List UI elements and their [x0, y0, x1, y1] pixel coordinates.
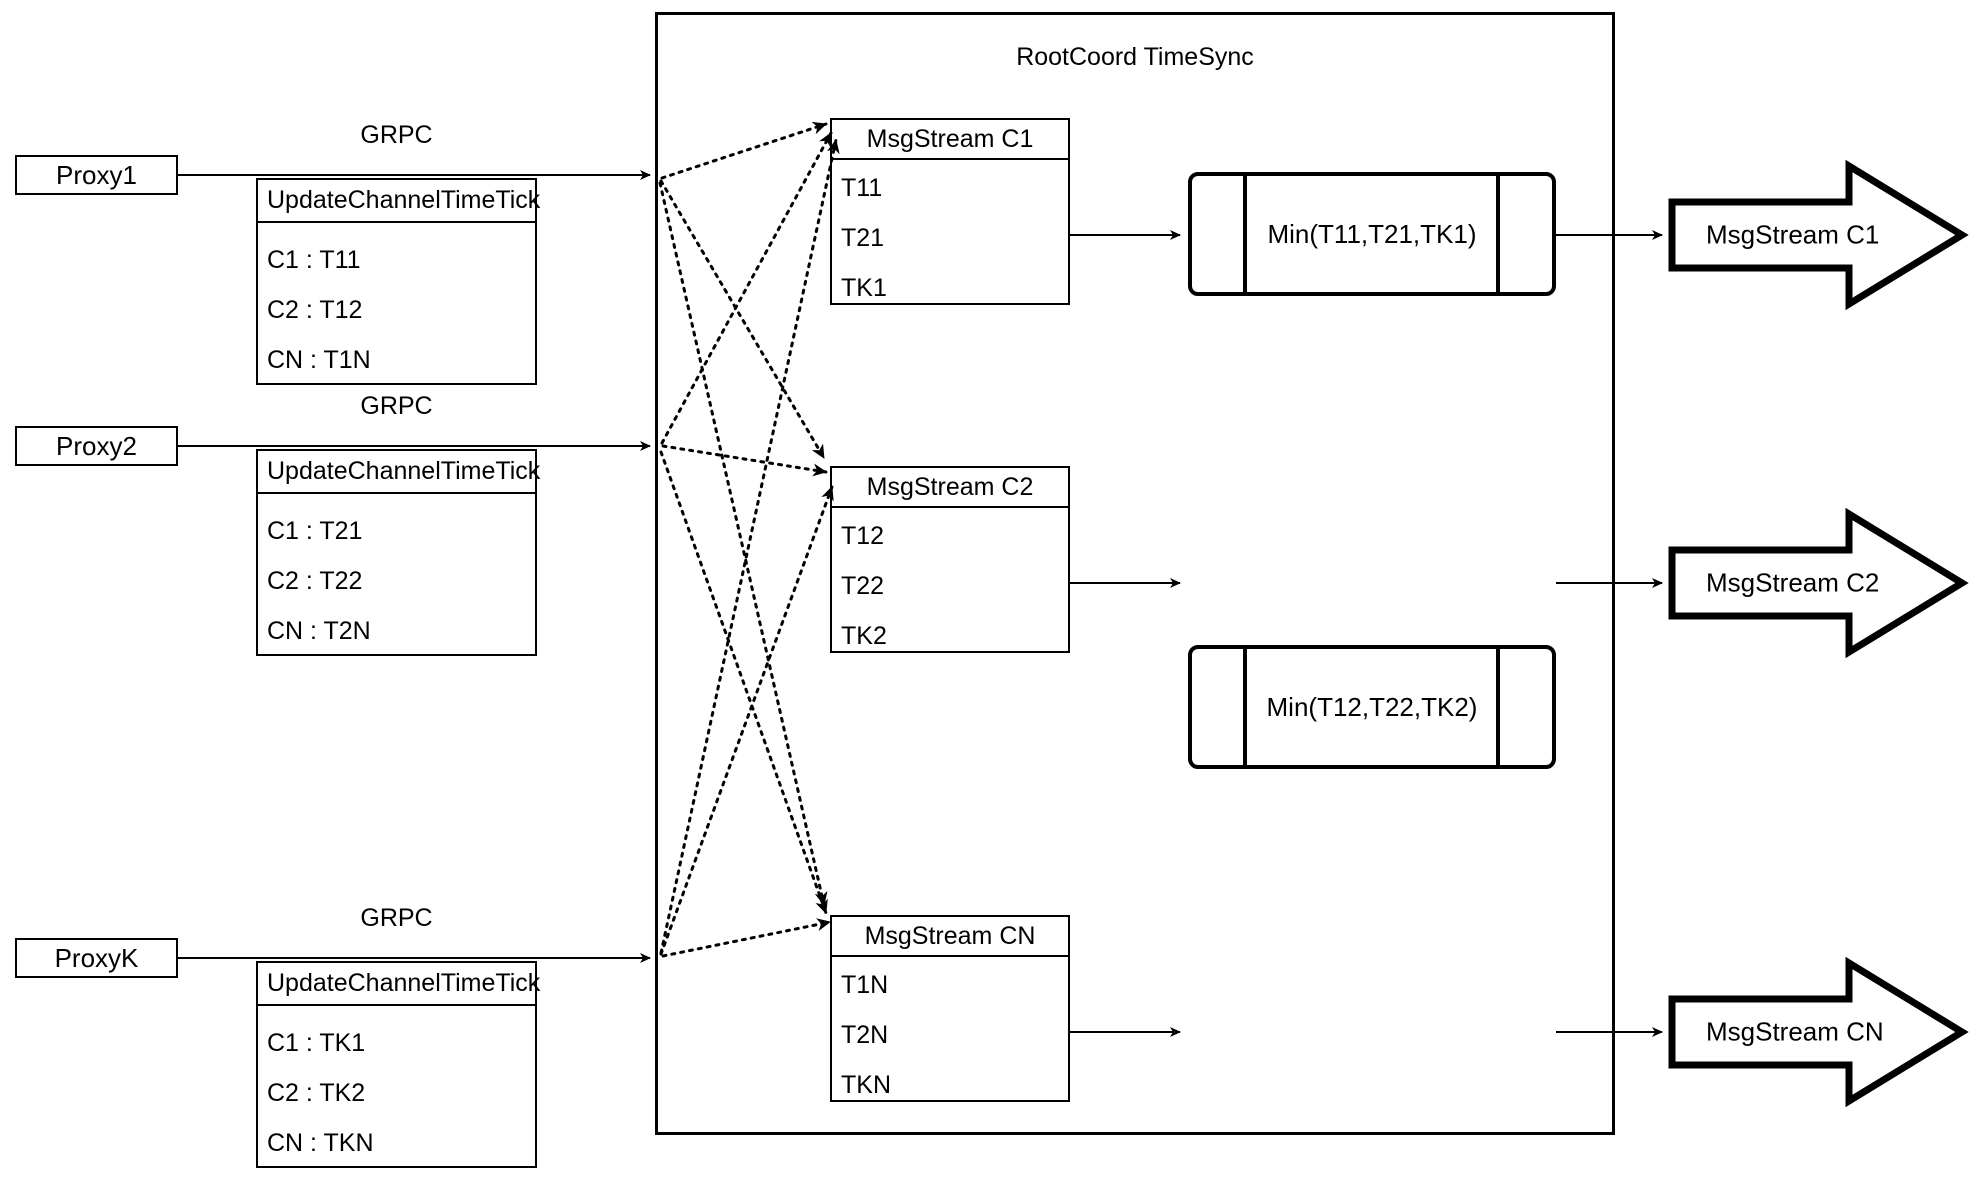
output-block-arrow-2: MsgStream C2 — [1668, 507, 1969, 659]
proxy-box-1[interactable]: Proxy1 — [15, 155, 178, 195]
update-channel-timetick-3: UpdateChannelTimeTick C1 : TK1 C2 : TK2 … — [256, 961, 540, 1168]
process-bar-left — [1243, 176, 1247, 292]
timetick-row: C1 : T11 — [267, 246, 361, 274]
timetick-header-1: UpdateChannelTimeTick — [258, 180, 540, 223]
update-channel-timetick-1: UpdateChannelTimeTick C1 : T11 C2 : T12 … — [256, 178, 540, 385]
process-bar-right — [1496, 649, 1500, 765]
timetick-rows-3: C1 : TK1 C2 : TK2 CN : TKN — [258, 1006, 535, 1166]
output-block-arrow-1: MsgStream C1 — [1668, 159, 1969, 311]
msgstream-row: TK2 — [841, 622, 887, 650]
block-arrow-shape — [1668, 956, 1969, 1108]
msgstream-row: T21 — [841, 224, 885, 252]
timetick-row: CN : T1N — [267, 346, 371, 374]
block-arrow-shape — [1668, 159, 1969, 311]
output-label-2: MsgStream C2 — [1706, 567, 1880, 598]
msgstream-rows-1: T11 T21 TK1 — [832, 160, 1068, 303]
container-title: RootCoord TimeSync — [1016, 43, 1254, 71]
output-label-1: MsgStream C1 — [1706, 219, 1880, 250]
output-label-3: MsgStream CN — [1706, 1016, 1884, 1047]
msgstream-row: TK1 — [841, 274, 887, 302]
grpc-label-1: GRPC — [360, 121, 433, 149]
msgstream-row: T2N — [841, 1021, 889, 1049]
msgstream-rows-3: T1N T2N TKN — [832, 957, 1068, 1100]
timetick-row: C1 : T21 — [267, 517, 363, 545]
timetick-rows-1: C1 : T11 C2 : T12 CN : T1N — [258, 223, 535, 383]
msgstream-row: T22 — [841, 572, 885, 600]
timetick-row: C2 : T22 — [267, 567, 363, 595]
msgstream-box-3: MsgStream CN T1N T2N TKN — [830, 915, 1070, 1102]
msgstream-rows-2: T12 T22 TK2 — [832, 508, 1068, 651]
process-bar-right — [1496, 176, 1500, 292]
proxy-box-2[interactable]: Proxy2 — [15, 426, 178, 466]
msgstream-row: T1N — [841, 971, 889, 999]
min-process-box-1: Min(T11,T21,TK1) — [1188, 172, 1556, 296]
min-label-2: Min(T12,T22,TK2) — [1266, 691, 1478, 722]
msgstream-header-2: MsgStream C2 — [832, 468, 1068, 508]
msgstream-box-1: MsgStream C1 T11 T21 TK1 — [830, 118, 1070, 305]
msgstream-box-2: MsgStream C2 T12 T22 TK2 — [830, 466, 1070, 653]
update-channel-timetick-2: UpdateChannelTimeTick C1 : T21 C2 : T22 … — [256, 449, 540, 656]
msgstream-header-1: MsgStream C1 — [832, 120, 1068, 160]
timetick-row: C2 : T12 — [267, 296, 363, 324]
grpc-label-3: GRPC — [360, 904, 433, 932]
msgstream-row: T12 — [841, 522, 885, 550]
proxy-box-3[interactable]: ProxyK — [15, 938, 178, 978]
timetick-row: C2 : TK2 — [267, 1079, 366, 1107]
timetick-row: CN : TKN — [267, 1129, 374, 1157]
grpc-label-2: GRPC — [360, 392, 433, 420]
timetick-header-3: UpdateChannelTimeTick — [258, 963, 540, 1006]
timetick-header-2: UpdateChannelTimeTick — [258, 451, 540, 494]
timetick-row: CN : T2N — [267, 617, 371, 645]
timetick-row: C1 : TK1 — [267, 1029, 366, 1057]
output-block-arrow-3: MsgStream CN — [1668, 956, 1969, 1108]
process-bar-left — [1243, 649, 1247, 765]
rootcoord-timesync-container — [655, 12, 1615, 1135]
msgstream-row: T11 — [841, 174, 883, 202]
block-arrow-shape — [1668, 507, 1969, 659]
msgstream-row: TKN — [841, 1071, 891, 1099]
min-process-box-2: Min(T12,T22,TK2) — [1188, 645, 1556, 769]
min-label-1: Min(T11,T21,TK1) — [1267, 218, 1477, 249]
msgstream-header-3: MsgStream CN — [832, 917, 1068, 957]
timetick-rows-2: C1 : T21 C2 : T22 CN : T2N — [258, 494, 535, 654]
